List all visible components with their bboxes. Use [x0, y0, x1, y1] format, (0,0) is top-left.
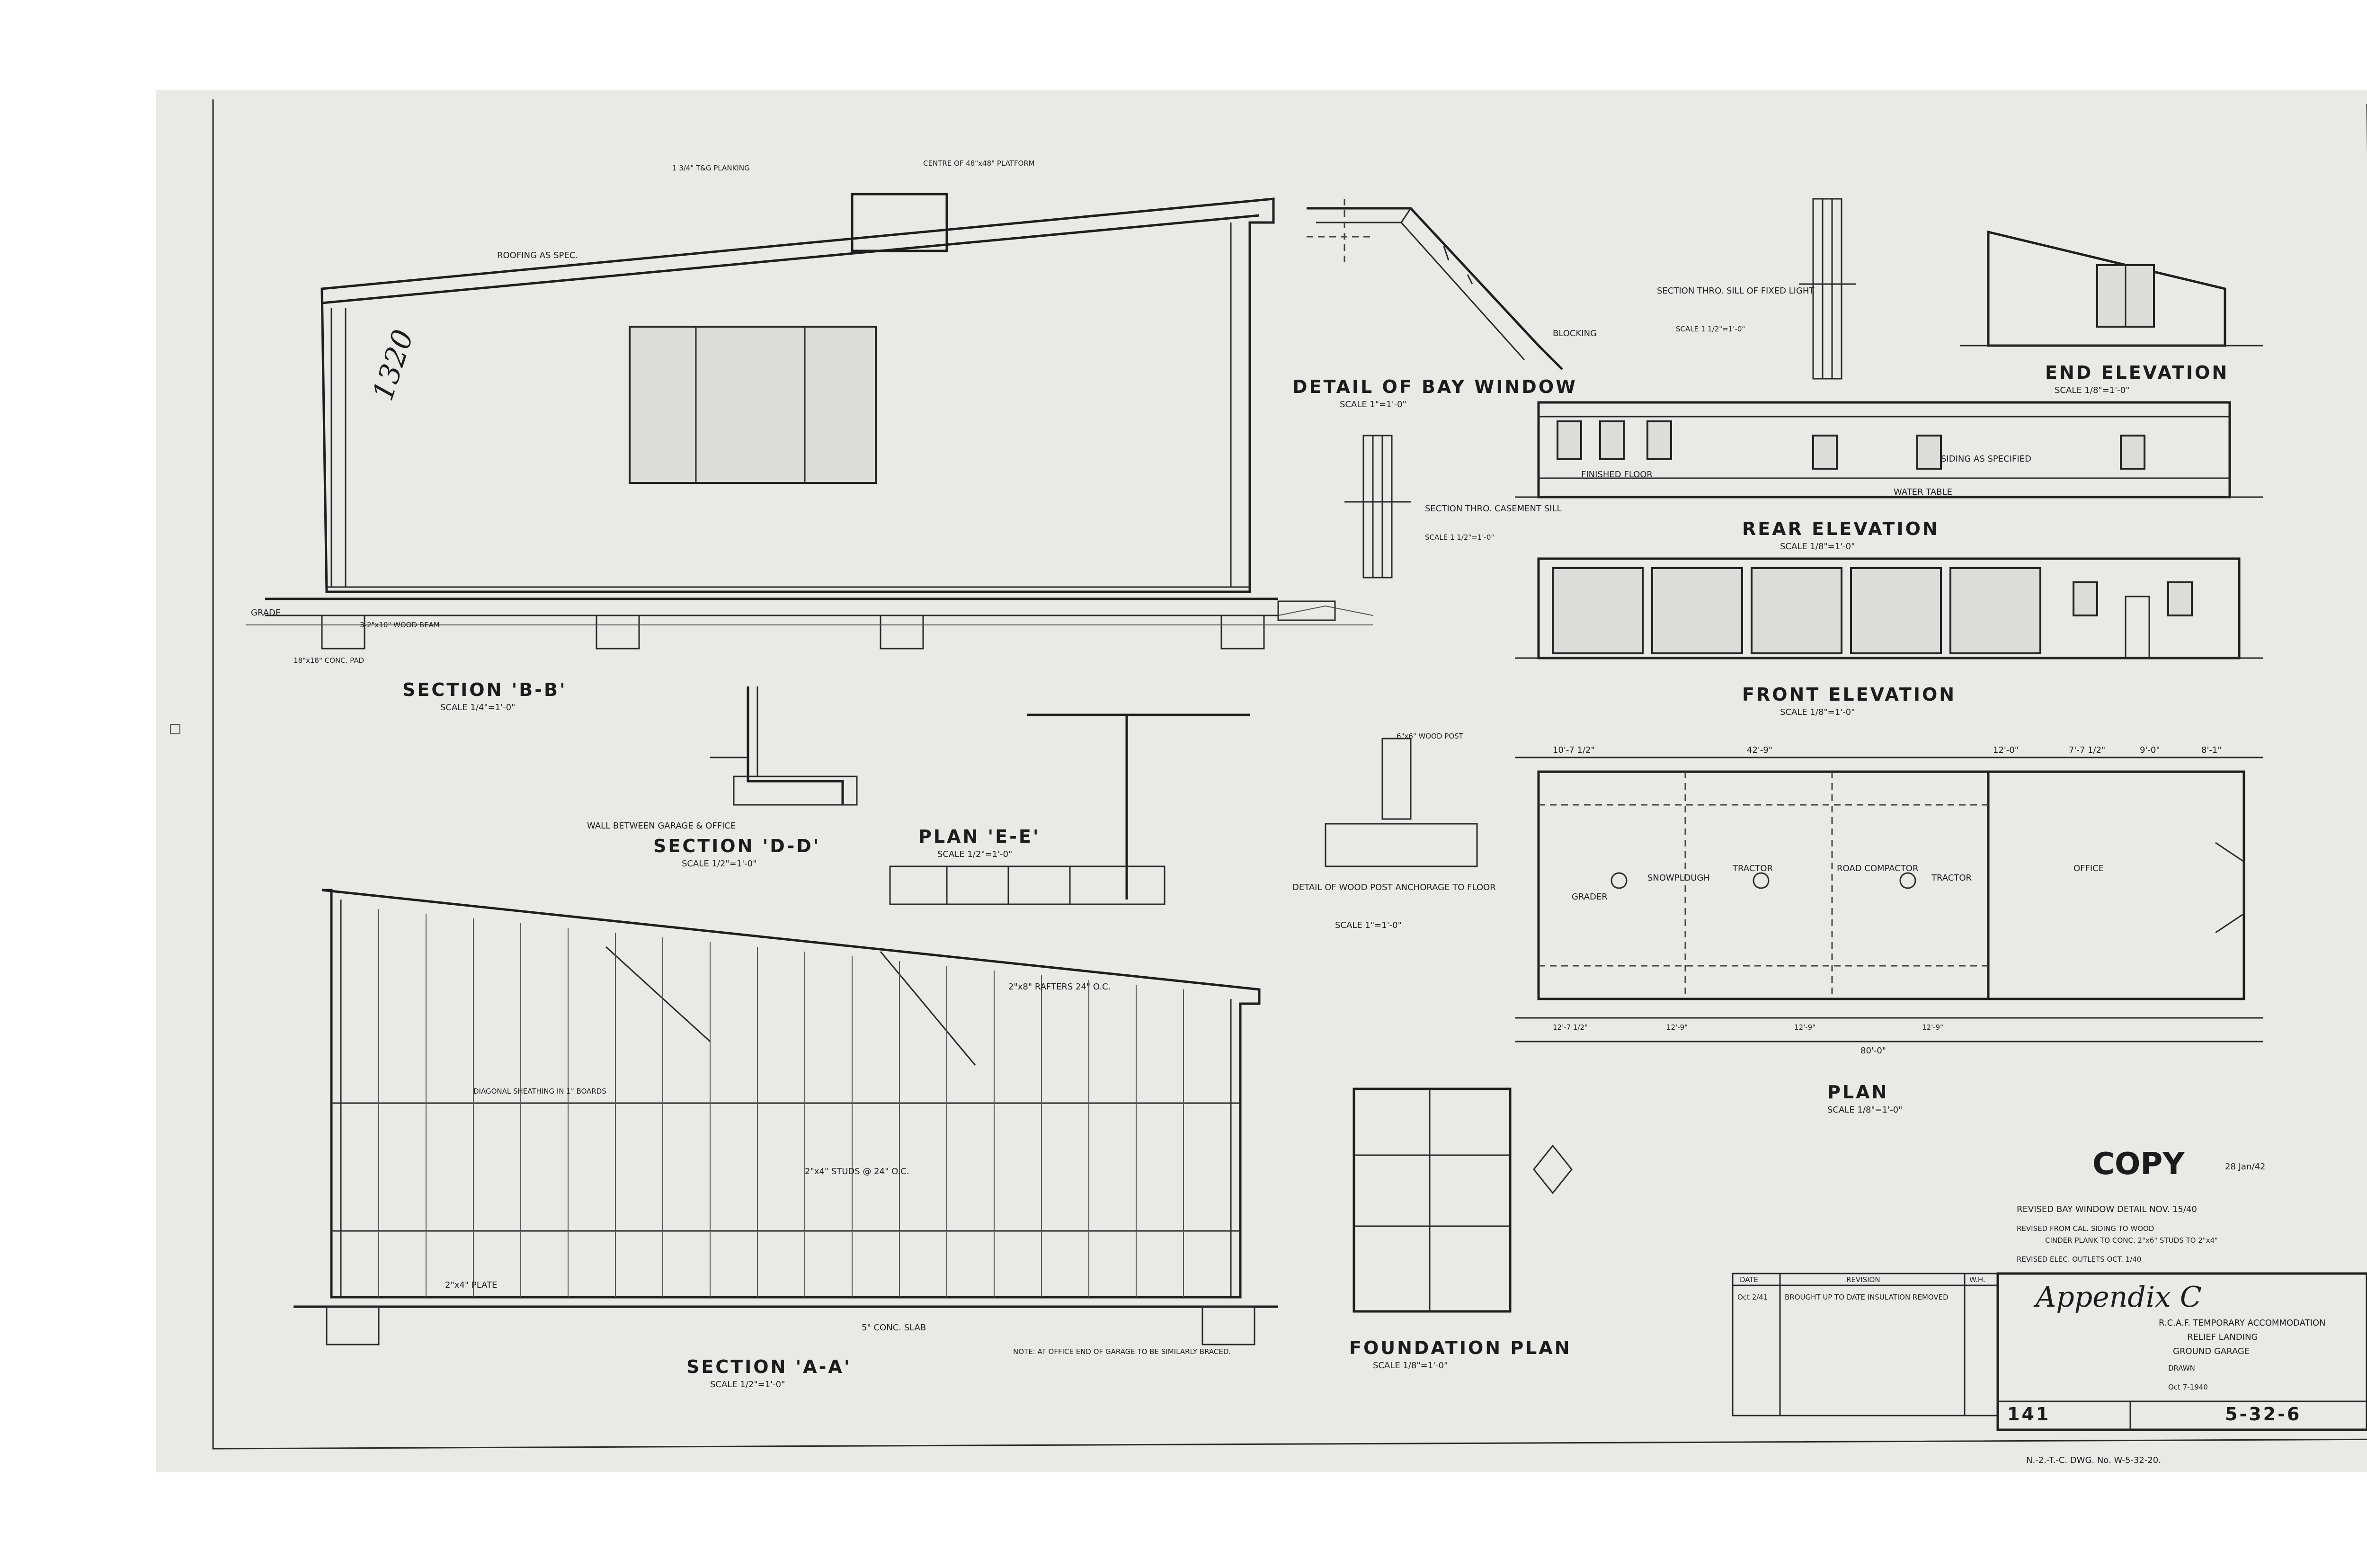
plan-ee-drawing [889, 713, 1250, 905]
title-line-3: GROUND GARAGE [2173, 1346, 2250, 1356]
plan-dim-2: 42'-9" [1747, 745, 1772, 755]
note-platform: CENTRE OF 48"x48" PLATFORM [923, 159, 1035, 168]
casement-sill-scale: SCALE 1 1/2"=1'-0" [1425, 533, 1494, 542]
revision-header-revision: REVISION [1846, 1275, 1880, 1284]
wood-post-scale: SCALE 1"=1'-0" [1335, 920, 1402, 930]
plan-room-1: GRADER [1572, 892, 1608, 902]
plan-ee-scale: SCALE 1/2"=1'-0" [937, 849, 1012, 859]
title-sheet: 141 [2007, 1404, 2050, 1425]
wood-post-title: DETAIL OF WOOD POST ANCHORAGE TO FLOOR [1292, 882, 1496, 892]
fixed-light-sill-section [1799, 198, 1856, 380]
plan-dim-11: 12'-9" [1922, 1023, 1943, 1032]
note-grade-bb: GRADE [251, 608, 281, 618]
rear-elevation-scale: SCALE 1/8"=1'-0" [1780, 542, 1855, 552]
note-wood-post: 6"x6" WOOD POST [1397, 732, 1464, 740]
bay-window-title: DETAIL OF BAY WINDOW [1292, 376, 1577, 397]
note-blocking: BLOCKING [1553, 329, 1597, 339]
note-siding: SIDING AS SPECIFIED [1941, 454, 2031, 464]
plan-room-6: OFFICE [2073, 864, 2104, 873]
section-bb-scale: SCALE 1/4"=1'-0" [440, 703, 515, 713]
plan-room-4: ROAD COMPACTOR [1837, 864, 1918, 873]
title-drawn-label: DRAWN [2168, 1364, 2195, 1372]
plan-dim-3: 12'-0" [1993, 745, 2019, 755]
note-diagonal: DIAGONAL SHEATHING IN 1" BOARDS [473, 1087, 606, 1096]
note-bracing: NOTE: AT OFFICE END OF GARAGE TO BE SIMI… [1013, 1347, 1231, 1356]
title-block [1996, 1272, 2367, 1431]
title-line-1: R.C.A.F. TEMPORARY ACCOMMODATION [2159, 1318, 2326, 1328]
plan-dim-7: 80'-0" [1860, 1046, 1886, 1056]
section-bb-drawing [246, 193, 1373, 650]
plan-scale: SCALE 1/8"=1'-0" [1827, 1105, 1902, 1115]
plan-room-5: TRACTOR [1931, 873, 1972, 883]
revision-header-date: DATE [1740, 1275, 1758, 1284]
title-code: 5-32-6 [2225, 1404, 2301, 1425]
foundation-plan-scale: SCALE 1/8"=1'-0" [1373, 1361, 1448, 1371]
front-elevation-title: FRONT ELEVATION [1742, 684, 1956, 705]
casement-sill-title: SECTION THRO. CASEMENT SILL [1425, 504, 1562, 514]
section-bb-title: SECTION 'B-B' [402, 679, 567, 700]
plan-title: PLAN [1827, 1082, 1888, 1103]
section-dd-subtitle: WALL BETWEEN GARAGE & OFFICE [587, 821, 736, 831]
title-date: Oct 7-1940 [2168, 1383, 2208, 1391]
wood-post-detail [1325, 738, 1478, 867]
bay-window-detail [1307, 199, 1563, 370]
plan-dim-1: 10'-7 1/2" [1553, 745, 1595, 755]
casement-sill-section [1344, 435, 1411, 579]
plan-dim-5: 9'-0" [2140, 745, 2160, 755]
plan-dim-4: 7'-7 1/2" [2069, 745, 2105, 755]
fixed-light-sill-scale: SCALE 1 1/2"=1'-0" [1676, 325, 1745, 333]
rear-elevation-drawing [1515, 401, 2263, 499]
note-finished-floor: FINISHED FLOOR [1581, 470, 1653, 480]
end-elevation-title: END ELEVATION [2045, 362, 2229, 383]
fixed-light-sill-title: SECTION THRO. SILL OF FIXED LIGHT [1657, 286, 1815, 296]
section-aa-title: SECTION 'A-A' [686, 1356, 851, 1377]
revision-header-wh: W.H. [1969, 1275, 1985, 1284]
end-elevation-drawing [1960, 230, 2263, 347]
section-dd-scale: SCALE 1/2"=1'-0" [682, 859, 756, 869]
revision-note-1: REVISED BAY WINDOW DETAIL NOV. 15/40 [2017, 1204, 2197, 1214]
revision-row-text: BROUGHT UP TO DATE INSULATION REMOVED [1785, 1293, 1949, 1301]
section-dd-title: SECTION 'D-D' [653, 836, 820, 856]
note-studs: 2"x4" STUDS @ 24" O.C. [805, 1167, 909, 1176]
note-wood-beam: 3-2"x10" WOOD BEAM [360, 621, 440, 629]
paper-background [156, 90, 2367, 1472]
plan-ee-title: PLAN 'E-E' [918, 826, 1040, 847]
end-elevation-scale: SCALE 1/8"=1'-0" [2055, 385, 2129, 395]
section-aa-drawing [294, 889, 1278, 1345]
title-appendix: Appendix C [2033, 1281, 2202, 1314]
copy-date: 28 Jan/42 [2225, 1162, 2265, 1172]
foundation-plan-title: FOUNDATION PLAN [1349, 1337, 1572, 1358]
note-roofing: ROOFING AS SPEC. [497, 250, 578, 260]
plan-dim-8: 12'-7 1/2" [1553, 1023, 1588, 1032]
note-plate: 2"x4" PLATE [445, 1280, 497, 1290]
revision-row-date: Oct 2/41 [1737, 1293, 1768, 1301]
front-elevation-scale: SCALE 1/8"=1'-0" [1780, 707, 1855, 717]
rear-elevation-title: REAR ELEVATION [1742, 518, 1940, 539]
title-line-2: RELIEF LANDING [2187, 1332, 2258, 1342]
revision-note-4: REVISED ELEC. OUTLETS OCT. 1/40 [2017, 1255, 2141, 1264]
foundation-plan-drawing [1353, 1087, 1573, 1313]
note-rafters: 2"x8" RAFTERS 24" O.C. [1008, 982, 1111, 992]
plan-room-3: TRACTOR [1732, 864, 1773, 873]
floor-plan-drawing [1515, 757, 2263, 1042]
copy-stamp: COPY [2092, 1147, 2185, 1182]
front-elevation-drawing [1515, 557, 2263, 659]
note-planking: 1 3/4" T&G PLANKING [672, 164, 750, 172]
note-conc-pad: 18"x18" CONC. PAD [294, 656, 364, 665]
plan-dim-9: 12'-9" [1666, 1023, 1688, 1032]
note-conc-slab: 5" CONC. SLAB [862, 1323, 926, 1333]
revision-note-2: REVISED FROM CAL. SIDING TO WOOD [2017, 1224, 2154, 1233]
bay-window-scale: SCALE 1"=1'-0" [1340, 400, 1406, 410]
section-dd-drawing [710, 686, 858, 806]
plan-room-2: SNOWPLOUGH [1647, 873, 1710, 883]
note-water-table: WATER TABLE [1894, 487, 1952, 497]
plan-dim-6: 8'-1" [2201, 745, 2222, 755]
drawing-number: N.-2.-T.-C. DWG. No. W-5-32-20. [2026, 1455, 2161, 1465]
section-aa-scale: SCALE 1/2"=1'-0" [710, 1380, 785, 1390]
revision-note-3: CINDER PLANK TO CONC. 2"x6" STUDS TO 2"x… [2045, 1236, 2218, 1245]
plan-dim-10: 12'-9" [1794, 1023, 1815, 1032]
